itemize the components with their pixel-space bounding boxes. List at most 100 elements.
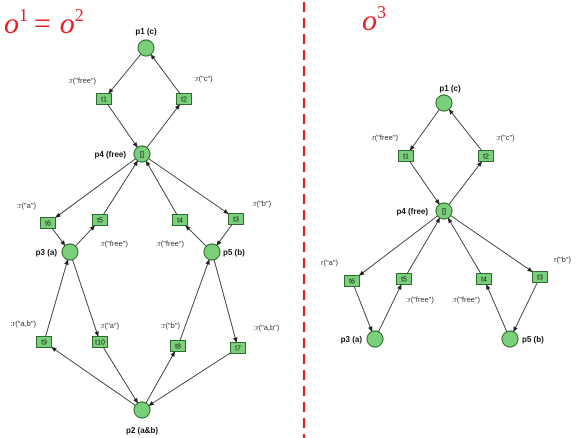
left-arc-t8-p5: [179, 258, 210, 341]
right-token-p4: []: [442, 209, 446, 216]
right-arc-p4-t6: [358, 215, 438, 276]
left-transition-label-t4: t4: [177, 218, 183, 225]
left-place-p1[interactable]: [137, 39, 155, 57]
right-arc-label-t2: :r("c"): [496, 133, 515, 142]
right-title-base: o: [362, 4, 377, 37]
right-arc-t3-p5: [513, 282, 538, 333]
right-transition-t1[interactable]: [398, 150, 414, 162]
left-arc-label-t10: :r("a"): [100, 321, 120, 330]
left-arc-p3-t5: [75, 225, 96, 247]
left-arc-t6-p3: [51, 228, 66, 247]
right-transition-label-t3: t3: [537, 275, 543, 282]
left-place-label-p1: p1 (c): [135, 27, 157, 36]
right-transition-label-t6: t6: [349, 279, 355, 286]
left-place-label-p2: p2 (a&b): [126, 426, 158, 435]
left-arc-p5-t4: [185, 225, 207, 247]
right-arc-label-t3: r("b"): [554, 255, 571, 264]
left-transition-t4[interactable]: [172, 214, 188, 226]
left-arc-t7-p2: [148, 352, 231, 406]
left-arc-p2-t9: [51, 346, 136, 406]
left-arc-t10-p2: [103, 347, 139, 404]
right-transition-t2[interactable]: [478, 150, 494, 162]
labels-layer: p1 (c) p4 (free) p3 (a) p5 (b) p2 (a&b) :r("f…: [11, 27, 572, 435]
left-place-p4[interactable]: [133, 145, 151, 163]
left-token-p4: []: [140, 152, 144, 159]
left-place-p5[interactable]: [203, 243, 221, 261]
left-transition-t6[interactable]: [40, 217, 56, 229]
left-arc-label-t5: :r("free"): [100, 239, 128, 248]
right-title: o3: [362, 2, 386, 37]
left-place-p3[interactable]: [61, 243, 79, 261]
right-arc-label-t1: r("free"): [372, 133, 398, 142]
left-transition-t8[interactable]: [170, 340, 186, 352]
right-place-p3[interactable]: [366, 330, 384, 348]
left-arc-p5-t7: [213, 259, 238, 344]
left-arc-label-t4: :r("free"): [156, 239, 184, 248]
left-arc-label-t9: :r("a,b"): [11, 319, 37, 328]
left-arc-t4-p4: [145, 160, 178, 215]
left-place-label-p4: p4 (free): [94, 150, 126, 159]
left-place-label-p3: p3 (a): [36, 248, 58, 257]
right-title-sup: 3: [377, 2, 386, 22]
right-arc-t1-p4: [409, 161, 440, 205]
right-arc-p4-t2: [448, 161, 483, 205]
left-transition-t10[interactable]: [92, 336, 108, 348]
left-arc-p2-t8: [145, 351, 176, 404]
left-transition-t5[interactable]: [92, 214, 108, 226]
left-place-p2[interactable]: [133, 401, 151, 419]
right-arc-label-t6: r("a"): [321, 258, 338, 267]
left-title-sup1: 1: [19, 5, 28, 25]
right-place-p4[interactable]: [435, 202, 453, 220]
right-transition-t3[interactable]: [532, 271, 548, 283]
left-transition-label-t8: t8: [175, 344, 181, 351]
left-arc-label-t2: :r("c"): [194, 74, 213, 83]
left-arc-label-t3: :r("b"): [252, 199, 272, 208]
left-transition-label-t7: t7: [235, 346, 241, 353]
left-transition-t7[interactable]: [230, 342, 246, 354]
left-arc-p1-t1: [108, 53, 142, 94]
left-transition-t3[interactable]: [228, 213, 244, 225]
left-transition-label-t5: t5: [97, 218, 103, 225]
left-arc-p4-t2: [146, 104, 181, 148]
right-transition-label-t5: t5: [401, 277, 407, 284]
left-transition-label-t2: t2: [181, 97, 187, 104]
left-arc-p4-t3: [148, 158, 229, 215]
right-arc-t6-p3: [353, 286, 373, 333]
left-transition-label-t1: t1: [101, 97, 107, 104]
right-transition-label-t1: t1: [403, 154, 409, 161]
left-transition-t1[interactable]: [96, 93, 112, 105]
left-arc-label-t1: :r("free"): [68, 76, 96, 85]
right-transition-label-t4: t4: [481, 277, 487, 284]
right-arc-p3-t5: [378, 283, 402, 332]
left-arc-p4-t6: [55, 158, 136, 218]
left-arc-label-t7: :r("a,b"): [254, 323, 280, 332]
right-transition-t5[interactable]: [396, 273, 412, 285]
right-arc-p4-t3: [450, 215, 533, 273]
right-transition-t4[interactable]: [476, 273, 492, 285]
right-place-p5[interactable]: [501, 330, 519, 348]
right-arc-p1-t1: [409, 109, 440, 151]
right-arc-label-t5: :r("free"): [406, 295, 434, 304]
left-transition-label-t3: t3: [233, 217, 239, 224]
left-transition-label-t10: t10: [95, 340, 105, 347]
left-arc-t3-p5: [216, 224, 233, 246]
right-arc-label-t4: :r("free"): [452, 295, 480, 304]
left-arc-t5-p4: [103, 160, 139, 215]
arcs-layer: [45, 53, 538, 406]
right-place-p1[interactable]: [435, 94, 453, 112]
right-arc-t2-p1: [448, 108, 482, 151]
left-transition-t9[interactable]: [36, 336, 52, 348]
right-transition-t6[interactable]: [344, 275, 360, 287]
left-transition-label-t6: t6: [45, 221, 51, 228]
right-place-label-p5: p5 (b): [522, 335, 544, 344]
left-transition-t2[interactable]: [176, 93, 192, 105]
right-place-label-p4: p4 (free): [396, 207, 428, 216]
left-title: o1= o2: [4, 5, 84, 40]
right-arc-p5-t4: [486, 283, 508, 332]
left-title-base: o: [4, 7, 19, 40]
left-arc-t1-p4: [107, 104, 138, 148]
left-arc-label-t6: :r("a"): [17, 201, 37, 210]
left-arc-label-t8: :r("b"): [161, 321, 181, 330]
